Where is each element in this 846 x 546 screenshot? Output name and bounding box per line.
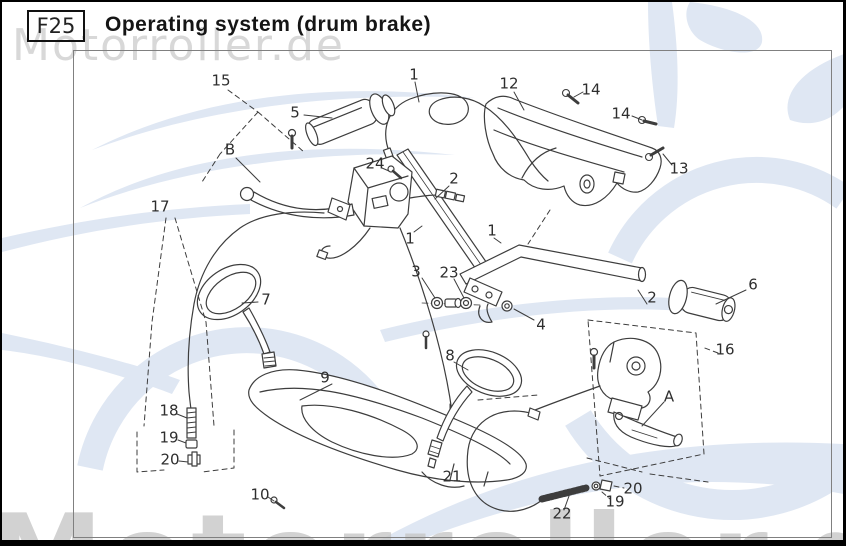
callout-23: 23 <box>439 263 459 282</box>
switch-screw-24 <box>387 165 403 180</box>
callout-8: 8 <box>445 346 455 365</box>
callout-20: 20 <box>160 450 180 469</box>
callout-10: 10 <box>250 485 270 504</box>
right-lever-assembly <box>529 337 683 448</box>
callout-20: 20 <box>623 479 643 498</box>
callout-2: 2 <box>449 169 459 188</box>
callout-12: 12 <box>499 74 519 93</box>
callout-21: 21 <box>442 467 462 486</box>
callout-2: 2 <box>647 288 657 307</box>
callout-5: 5 <box>290 103 300 122</box>
callout-1: 1 <box>487 221 497 240</box>
throttle-grip <box>305 93 396 147</box>
page-title: Operating system (drum brake) <box>105 13 432 36</box>
callout-13: 13 <box>669 159 689 178</box>
callout-16: 16 <box>715 340 735 359</box>
callout-19: 19 <box>159 428 179 447</box>
left-lever-assembly <box>239 155 466 471</box>
callout-9: 9 <box>320 368 330 387</box>
left-mirror <box>196 263 277 369</box>
front-handlebar-cover <box>248 369 527 488</box>
rear-handlebar-cover <box>483 95 662 207</box>
callout-4: 4 <box>536 315 546 334</box>
callout-7: 7 <box>261 290 271 309</box>
callout-3: 3 <box>411 262 421 281</box>
callout-15: 15 <box>211 71 231 90</box>
callout-14: 14 <box>611 104 631 123</box>
cover-screw-top <box>422 330 430 350</box>
callout-1: 1 <box>409 65 419 84</box>
callout-18: 18 <box>159 401 179 420</box>
clamp-hardware <box>421 296 513 312</box>
callout-24: 24 <box>365 154 385 173</box>
callout-leaders <box>176 81 747 511</box>
callout-17: 17 <box>150 197 170 216</box>
right-mirror <box>427 349 523 469</box>
rear-brake-cable <box>466 407 613 512</box>
callout-6: 6 <box>748 275 758 294</box>
cover-screw-10 <box>270 496 286 510</box>
callout-A: A <box>663 387 675 406</box>
cover-screws <box>561 88 665 162</box>
callout-19: 19 <box>605 492 625 511</box>
left-grip <box>668 279 736 322</box>
handlebar <box>396 148 647 323</box>
front-brake-cable <box>185 211 325 467</box>
callout-22: 22 <box>552 504 572 523</box>
callout-1: 1 <box>405 229 415 248</box>
callout-B: B <box>224 140 236 159</box>
callout-14: 14 <box>581 80 601 99</box>
diagram-frame <box>73 50 832 538</box>
figure-code-box: F25 <box>27 10 85 42</box>
figure-code: F25 <box>36 14 76 38</box>
